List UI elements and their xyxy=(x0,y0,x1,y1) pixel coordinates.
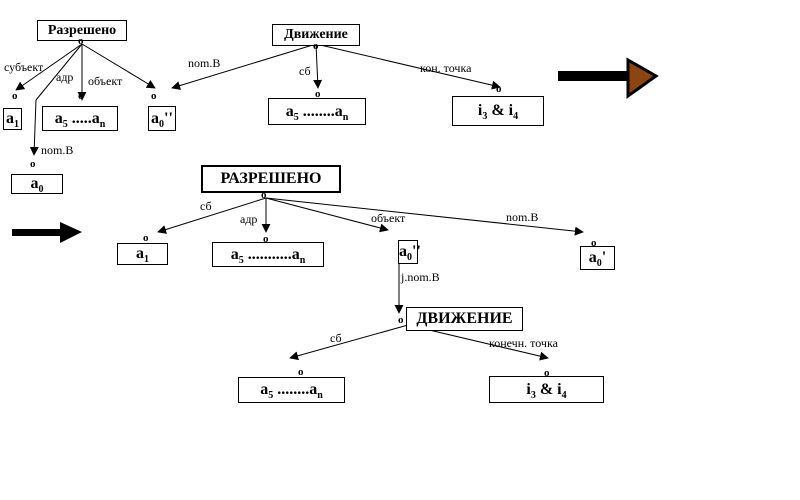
node-marker: o xyxy=(263,233,269,245)
edge-label-endpoint: кон. точка xyxy=(420,61,472,75)
root-razresheno-caps-box: РАЗРЕШЕНО xyxy=(201,165,341,193)
node-marker: o xyxy=(315,88,321,100)
root-razresheno-caps-label: РАЗРЕШЕНО xyxy=(220,170,322,187)
edge-label-addr: адр xyxy=(56,70,74,84)
edge-label-nomv: nom.B xyxy=(41,143,74,157)
sub-root-dvizhenie-label: ДВИЖЕНИЕ xyxy=(416,310,513,327)
top-left-edges xyxy=(15,43,156,156)
box-a0-double-prime: a0'' xyxy=(398,240,421,264)
node-marker: o xyxy=(151,90,157,102)
root-razresheno-box: Разрешено xyxy=(37,20,127,41)
box-i3-i4: i3 & i4 xyxy=(489,376,604,403)
node-marker: o xyxy=(30,158,36,170)
box-a1: a1 xyxy=(3,108,22,130)
node-marker: o xyxy=(544,367,550,379)
bottom-edges xyxy=(157,197,584,361)
sub-root-dvizhenie-box: ДВИЖЕНИЕ xyxy=(406,307,523,331)
root-razresheno-label: Разрешено xyxy=(47,23,117,38)
edge-label-object: объект xyxy=(88,74,123,88)
node-marker: o xyxy=(261,189,267,201)
edge-label-sb: сб xyxy=(330,331,342,345)
box-a0-double-prime: a0'' xyxy=(148,106,176,131)
edge-label-object: объект xyxy=(371,211,406,225)
edge-label-sb: сб xyxy=(200,199,212,213)
edge-label-nomv: nom.B xyxy=(188,56,221,70)
node-marker: o xyxy=(298,366,304,378)
box-a5-an: a5 .....an xyxy=(42,106,118,131)
box-a0-prime: a0' xyxy=(580,246,615,270)
edge-label-addr: адр xyxy=(240,212,258,226)
node-marker: o xyxy=(591,237,597,249)
box-a5-an: a5 ........an xyxy=(238,377,345,403)
result-arrow xyxy=(12,222,82,243)
box-a1: a1 xyxy=(117,243,168,265)
box-a5-an: a5 ........an xyxy=(268,98,366,125)
edge-label-j-nomv: j.nom.B xyxy=(401,270,440,284)
node-marker: o xyxy=(78,90,84,102)
top-right-edges xyxy=(171,43,501,90)
root-dvizhenie-box: Движение xyxy=(272,24,360,46)
box-a0: a0 xyxy=(11,174,63,195)
edge-label-endpoint: конечн. точка xyxy=(489,336,558,350)
node-marker: o xyxy=(12,90,18,102)
root-dvizhenie-label: Движение xyxy=(284,27,348,42)
node-marker: o xyxy=(496,83,502,95)
transform-arrow xyxy=(558,57,659,99)
box-a5-an: a5 ...........an xyxy=(212,242,324,267)
edge-label-subject: субъект xyxy=(4,60,44,74)
box-i3-i4: i3 & i4 xyxy=(452,96,544,126)
edge-label-nomv: nom.B xyxy=(506,210,539,224)
node-marker: o xyxy=(398,314,404,326)
node-marker: o xyxy=(143,232,149,244)
root-node-marker: o xyxy=(78,35,84,47)
node-marker: o xyxy=(313,40,319,52)
edge-label-sb: сб xyxy=(299,64,311,78)
